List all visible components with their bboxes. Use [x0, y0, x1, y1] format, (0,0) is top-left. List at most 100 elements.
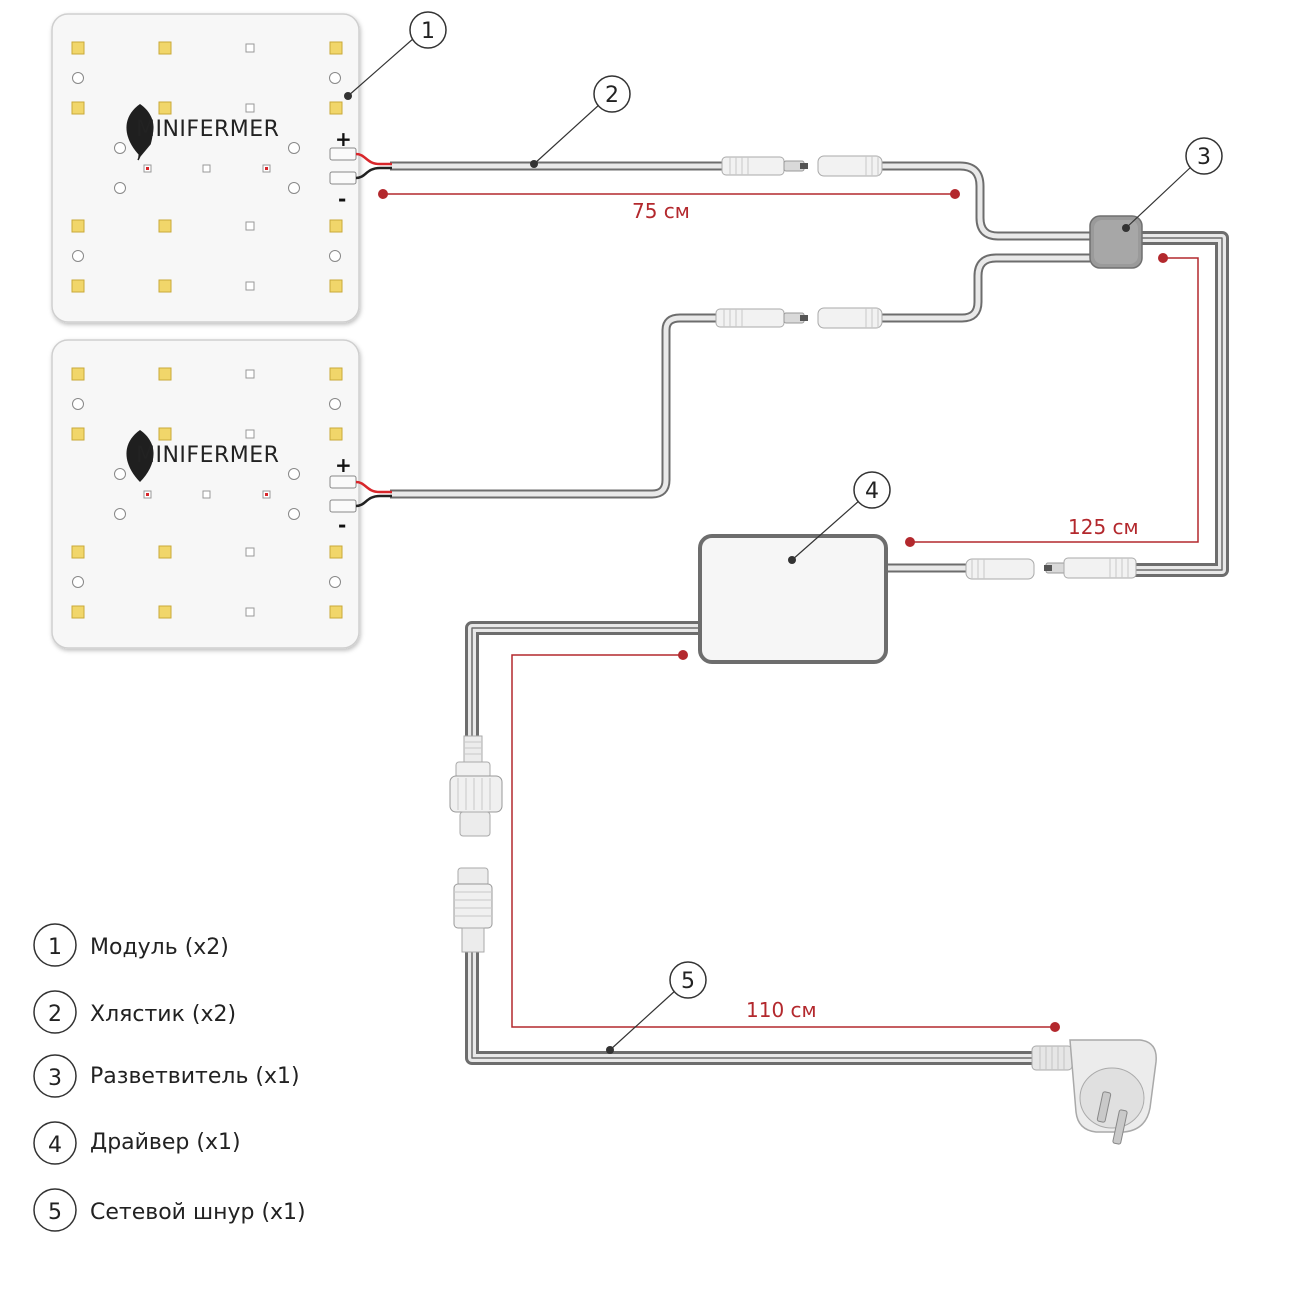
led-yellow	[329, 41, 343, 55]
callout-3: 3	[1122, 137, 1223, 232]
led-yellow	[158, 367, 172, 381]
minus-sign: -	[338, 513, 346, 537]
power-cord-cable	[465, 621, 1036, 1065]
callout-number: 4	[865, 479, 879, 504]
led-yellow	[71, 41, 85, 55]
legend-number: 3	[48, 1066, 62, 1091]
mounting-hole	[72, 576, 84, 588]
whip-cable-upper	[390, 161, 1092, 241]
mounting-hole	[288, 508, 300, 520]
terminals-lower: + -	[329, 453, 392, 537]
led-small	[245, 103, 255, 113]
dimension-splitter-driver: 125 см	[905, 253, 1199, 547]
mounting-hole	[114, 468, 126, 480]
led-yellow	[71, 101, 85, 115]
cables	[390, 161, 1229, 1065]
led-yellow	[158, 427, 172, 441]
led-yellow	[329, 545, 343, 559]
brand-text-lower: MINIFERMER	[136, 443, 279, 468]
led-yellow	[158, 545, 172, 559]
splitter-driver-cable	[886, 231, 1229, 577]
led-yellow	[71, 219, 85, 233]
mounting-hole	[288, 468, 300, 480]
led-yellow	[158, 219, 172, 233]
mounting-hole	[329, 72, 341, 84]
led-grid-lower	[71, 367, 343, 619]
callout-number: 1	[421, 19, 435, 44]
dimension-power-cord: 110 см	[511, 650, 1060, 1032]
led-yellow	[158, 279, 172, 293]
led-yellow	[329, 605, 343, 619]
led-small	[245, 221, 255, 231]
led-grid-upper	[71, 41, 343, 293]
callout-number: 2	[605, 83, 619, 108]
led-small	[245, 369, 255, 379]
dc-connector-upper-female	[817, 155, 883, 177]
splitter	[1089, 215, 1143, 269]
legend-number: 1	[48, 935, 62, 960]
led-yellow	[71, 545, 85, 559]
callout-1: 1	[344, 11, 447, 100]
legend-item-splitter: 3 Разветвитель (x1)	[33, 1054, 300, 1098]
whip-cable-lower	[390, 253, 1092, 499]
legend-label: Модуль (x2)	[90, 935, 229, 960]
callout-5: 5	[606, 961, 707, 1054]
legend-label: Хлястик (x2)	[90, 1002, 236, 1027]
callout-number: 3	[1197, 145, 1211, 170]
mounting-hole	[114, 142, 126, 154]
mounting-hole	[72, 250, 84, 262]
mounting-hole	[329, 250, 341, 262]
led-red-core	[265, 167, 268, 170]
led-yellow	[71, 367, 85, 381]
mounting-hole	[288, 182, 300, 194]
legend-item-whip: 2 Хлястик (x2)	[33, 990, 236, 1034]
mounting-hole	[72, 398, 84, 410]
led-yellow	[158, 101, 172, 115]
dimension-whip: 75 см	[378, 189, 960, 223]
mounting-hole	[114, 508, 126, 520]
terminals-upper: + -	[329, 127, 392, 211]
led-yellow	[329, 219, 343, 233]
led-red-core	[146, 167, 149, 170]
plus-sign: +	[335, 127, 352, 151]
dc-connector-driver-male	[1044, 557, 1137, 579]
plus-sign: +	[335, 453, 352, 477]
leaf-icon	[126, 104, 154, 156]
dc-connector-lower-female	[817, 307, 883, 329]
mounting-hole	[72, 72, 84, 84]
dimension-label-whip: 75 см	[632, 199, 690, 223]
led-yellow	[71, 605, 85, 619]
led-red-core	[146, 493, 149, 496]
dc-connector-lower-male	[715, 308, 808, 328]
mounting-hole	[288, 142, 300, 154]
legend-item-power-cord: 5 Сетевой шнур (x1)	[33, 1188, 306, 1232]
led-small	[245, 281, 255, 291]
legend-number: 4	[48, 1133, 62, 1158]
led-small	[245, 547, 255, 557]
dc-connector-driver-female	[965, 558, 1035, 580]
mounting-hole	[329, 398, 341, 410]
led-yellow	[71, 427, 85, 441]
legend: 1 Модуль (x2) 2 Хлястик (x2) 3 Разветвит…	[33, 923, 306, 1232]
brand-logo-lower: MINIFERMER	[126, 430, 279, 482]
led-red-core	[265, 493, 268, 496]
led-small	[245, 607, 255, 617]
leaf-icon	[126, 430, 154, 482]
callout-2: 2	[530, 75, 631, 168]
legend-label: Разветвитель (x1)	[90, 1064, 300, 1089]
dc-connector-upper-male	[721, 156, 808, 176]
led-yellow	[329, 367, 343, 381]
legend-number: 5	[48, 1200, 62, 1225]
dimension-label-splitter-driver: 125 см	[1068, 515, 1139, 539]
legend-item-driver: 4 Драйвер (x1)	[33, 1121, 241, 1165]
power-plug	[1031, 1039, 1157, 1145]
mounting-hole	[329, 576, 341, 588]
led-small	[245, 43, 255, 53]
led-yellow	[158, 605, 172, 619]
led-yellow	[158, 41, 172, 55]
waterproof-connector-male	[449, 735, 503, 837]
led-small	[202, 164, 211, 173]
waterproof-connector-female	[453, 867, 493, 953]
legend-number: 2	[48, 1002, 62, 1027]
legend-label: Драйвер (x1)	[90, 1130, 241, 1155]
